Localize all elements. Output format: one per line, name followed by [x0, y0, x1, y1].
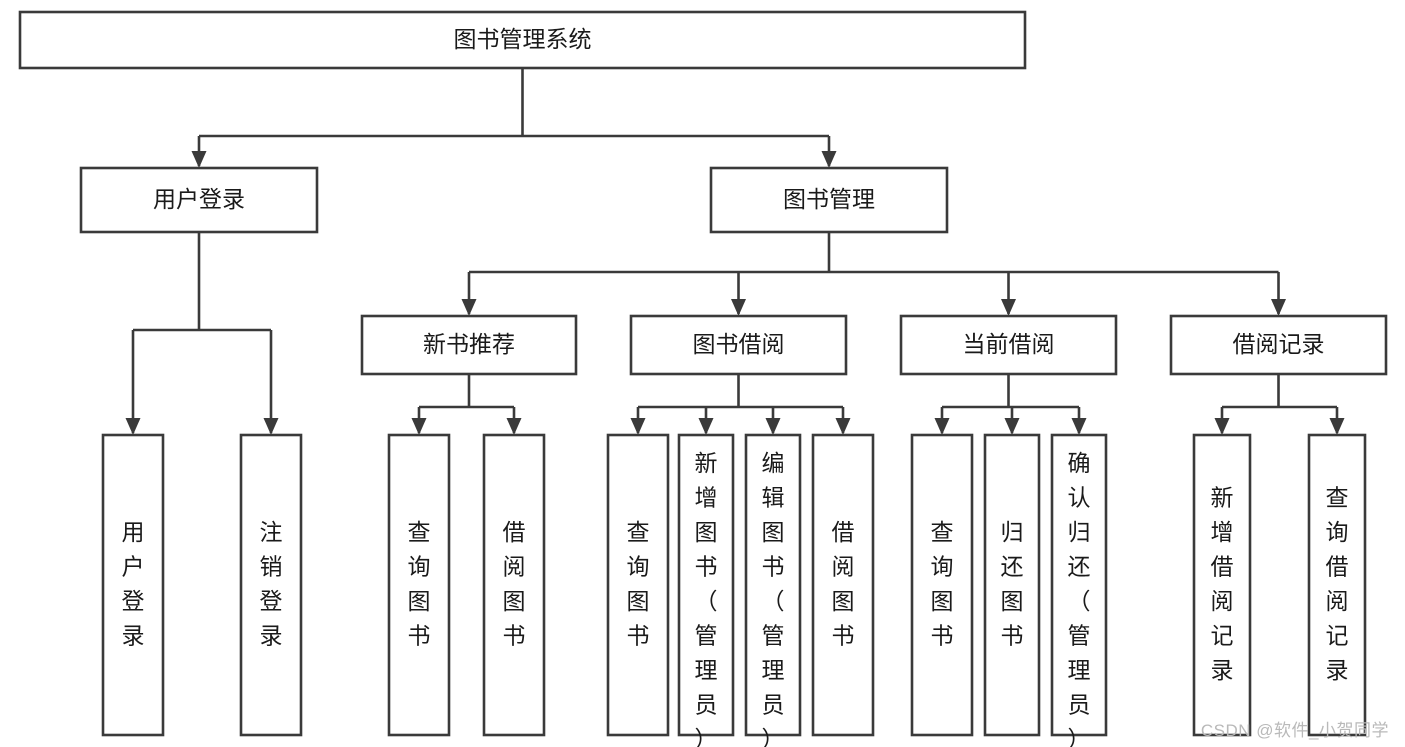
- node-box-leaf[interactable]: [744, 433, 802, 737]
- node-user-login[interactable]: 用户登录: [79, 166, 319, 234]
- node-label: 新增图书（管理员）: [695, 450, 718, 747]
- nodes-layer: 图书管理系统用户登录图书管理新书推荐图书借阅当前借阅借阅记录用户登录注销登录查询…: [18, 10, 1388, 747]
- node-q-book-2[interactable]: 查询图书: [606, 433, 670, 737]
- node-label: 确认归还（管理员）: [1068, 450, 1091, 747]
- node-box-level3[interactable]: [1169, 314, 1388, 376]
- arrow-head-icon: [934, 418, 950, 435]
- arrow-head-icon: [765, 418, 781, 435]
- node-label: 查询图书: [408, 519, 431, 649]
- watermark-text: CSDN @软件_小贺同学: [1200, 721, 1389, 740]
- node-label: 新书推荐: [423, 331, 515, 357]
- arrow-head-icon: [1214, 418, 1230, 435]
- node-b-book-2[interactable]: 借阅图书: [811, 433, 875, 737]
- node-label: 用户登录: [153, 186, 245, 212]
- node-box-level2[interactable]: [79, 166, 319, 234]
- node-label: 注销登录: [260, 519, 283, 649]
- node-user-login-leaf[interactable]: 用户登录: [101, 433, 165, 737]
- arrow-head-icon: [1271, 299, 1286, 316]
- node-box-level3[interactable]: [629, 314, 848, 376]
- node-confirm-return[interactable]: 确认归还（管理员）: [1050, 433, 1108, 747]
- arrow-head-icon: [731, 299, 746, 316]
- node-box-leaf[interactable]: [811, 433, 875, 737]
- node-label: 借阅记录: [1233, 331, 1325, 357]
- node-label: 图书借阅: [693, 331, 785, 357]
- node-book-management[interactable]: 图书管理: [709, 166, 949, 234]
- node-q-book-1[interactable]: 查询图书: [387, 433, 451, 737]
- node-box-leaf[interactable]: [387, 433, 451, 737]
- node-label: 当前借阅: [963, 331, 1055, 357]
- arrow-head-icon: [461, 299, 477, 316]
- node-box-leaf[interactable]: [910, 433, 974, 737]
- node-add-book[interactable]: 新增图书（管理员）: [677, 433, 735, 747]
- arrow-head-icon: [1329, 418, 1345, 435]
- arrow-head-icon: [263, 418, 279, 435]
- node-label: 图书管理: [783, 186, 875, 212]
- node-box-root[interactable]: [18, 10, 1027, 70]
- node-box-level3[interactable]: [360, 314, 578, 376]
- node-b-book-1[interactable]: 借阅图书: [482, 433, 546, 737]
- node-label: 查询图书: [931, 519, 954, 649]
- node-return-book[interactable]: 归还图书: [983, 433, 1041, 737]
- arrow-head-icon: [125, 418, 141, 435]
- node-new-book-rec[interactable]: 新书推荐: [360, 314, 578, 376]
- node-q-book-3[interactable]: 查询图书: [910, 433, 974, 737]
- node-label: 查询借阅记录: [1326, 485, 1349, 684]
- node-box-level3[interactable]: [899, 314, 1118, 376]
- arrow-head-icon: [1004, 418, 1020, 435]
- node-label: 归还图书: [1001, 519, 1024, 649]
- node-edit-book[interactable]: 编辑图书（管理员）: [744, 433, 802, 747]
- arrow-head-icon: [698, 418, 714, 435]
- node-query-record[interactable]: 查询借阅记录: [1307, 433, 1367, 737]
- arrow-head-icon: [191, 151, 207, 168]
- node-label: 新增借阅记录: [1211, 485, 1234, 684]
- arrow-head-icon: [821, 151, 837, 168]
- node-add-record[interactable]: 新增借阅记录: [1192, 433, 1252, 737]
- arrow-head-icon: [506, 418, 522, 435]
- node-box-level2[interactable]: [709, 166, 949, 234]
- node-box-leaf[interactable]: [101, 433, 165, 737]
- node-current-borrow[interactable]: 当前借阅: [899, 314, 1118, 376]
- arrow-head-icon: [630, 418, 646, 435]
- node-user-logout-leaf[interactable]: 注销登录: [239, 433, 303, 737]
- node-label: 借阅图书: [832, 519, 855, 649]
- node-label: 用户登录: [122, 519, 145, 649]
- node-box-leaf[interactable]: [1050, 433, 1108, 737]
- arrow-head-icon: [1001, 299, 1016, 316]
- node-box-leaf[interactable]: [677, 433, 735, 737]
- node-box-leaf[interactable]: [1192, 433, 1252, 737]
- arrow-head-icon: [1071, 418, 1087, 435]
- node-borrow-record[interactable]: 借阅记录: [1169, 314, 1388, 376]
- node-box-leaf[interactable]: [239, 433, 303, 737]
- node-label: 借阅图书: [503, 519, 526, 649]
- node-book-borrow[interactable]: 图书借阅: [629, 314, 848, 376]
- connectors-layer: [125, 68, 1345, 435]
- node-box-leaf[interactable]: [1307, 433, 1367, 737]
- node-box-leaf[interactable]: [606, 433, 670, 737]
- node-label: 图书管理系统: [454, 26, 592, 52]
- node-label: 编辑图书（管理员）: [762, 450, 785, 747]
- node-box-leaf[interactable]: [983, 433, 1041, 737]
- node-root[interactable]: 图书管理系统: [18, 10, 1027, 70]
- node-label: 查询图书: [627, 519, 650, 649]
- arrow-head-icon: [411, 418, 427, 435]
- arrow-head-icon: [835, 418, 851, 435]
- node-box-leaf[interactable]: [482, 433, 546, 737]
